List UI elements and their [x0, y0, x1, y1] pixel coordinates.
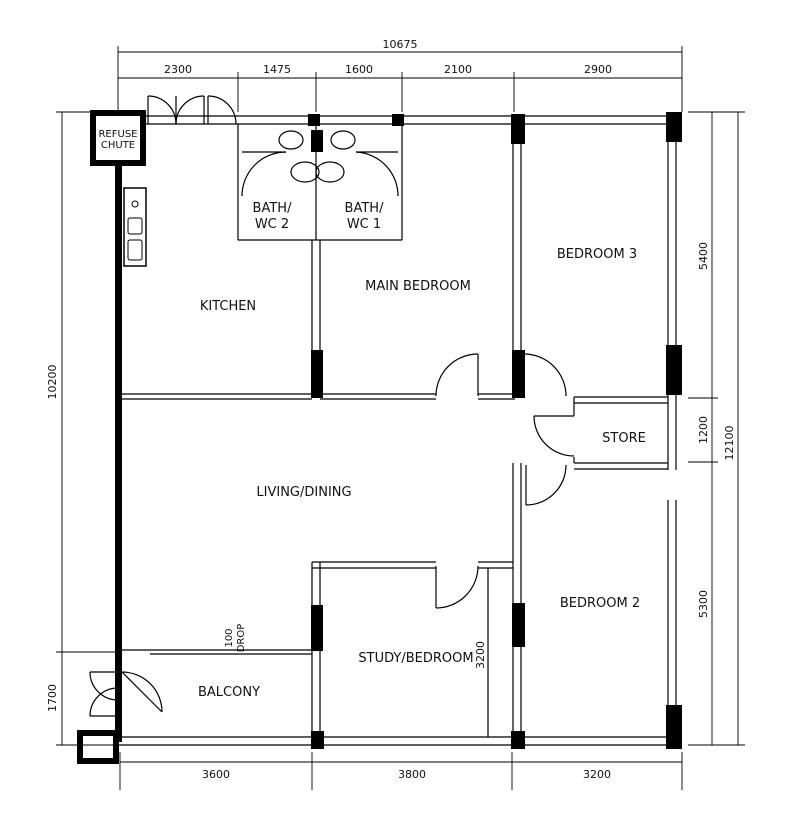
dim-right-3: 5300	[697, 590, 710, 618]
dim-right-total: 12100	[723, 426, 736, 461]
doors	[89, 95, 575, 717]
dim-left-balcony: 1700	[46, 684, 59, 712]
label-main-bedroom: MAIN BEDROOM	[365, 279, 471, 294]
dim-right-1: 5400	[697, 242, 710, 270]
label-balcony: BALCONY	[198, 685, 260, 700]
label-study: STUDY/BEDROOM	[358, 651, 473, 666]
dim-bottom-2: 3800	[398, 768, 426, 781]
label-living-dining: LIVING/DINING	[256, 485, 351, 500]
dim-bottom-3: 3200	[583, 768, 611, 781]
dim-bottom-1: 3600	[202, 768, 230, 781]
dim-top-3: 1600	[345, 63, 373, 76]
label-kitchen: KITCHEN	[200, 299, 256, 314]
label-bath2-b: WC 2	[255, 217, 289, 232]
interior-walls	[122, 124, 668, 737]
dim-top-1: 2300	[164, 63, 192, 76]
label-bedroom2: BEDROOM 2	[560, 596, 640, 611]
label-bath2-a: BATH/	[253, 201, 293, 216]
dim-right-2: 1200	[697, 416, 710, 444]
label-drop-100: 100	[224, 628, 235, 647]
dimension-labels: 10675 2300 1475 1600 2100 2900 3600 3800…	[46, 38, 736, 781]
label-bath1-a: BATH/	[345, 201, 385, 216]
room-labels: REFUSE CHUTE BATH/ WC 2 BATH/ WC 1 BEDRO…	[98, 129, 645, 700]
label-store: STORE	[602, 431, 646, 446]
dim-top-4: 2100	[444, 63, 472, 76]
dim-top-5: 2900	[584, 63, 612, 76]
label-chute: CHUTE	[101, 140, 135, 151]
dim-left-main: 10200	[46, 365, 59, 400]
exterior-walls	[77, 110, 682, 764]
dim-top-total: 10675	[383, 38, 418, 51]
fixtures	[123, 130, 356, 267]
label-refuse: REFUSE	[98, 129, 137, 140]
dim-top-2: 1475	[263, 63, 291, 76]
label-bath1-b: WC 1	[347, 217, 381, 232]
dimension-lines	[56, 46, 745, 790]
label-bedroom3: BEDROOM 3	[557, 247, 637, 262]
label-study-depth: 3200	[474, 641, 487, 669]
label-drop: DROP	[236, 624, 247, 653]
